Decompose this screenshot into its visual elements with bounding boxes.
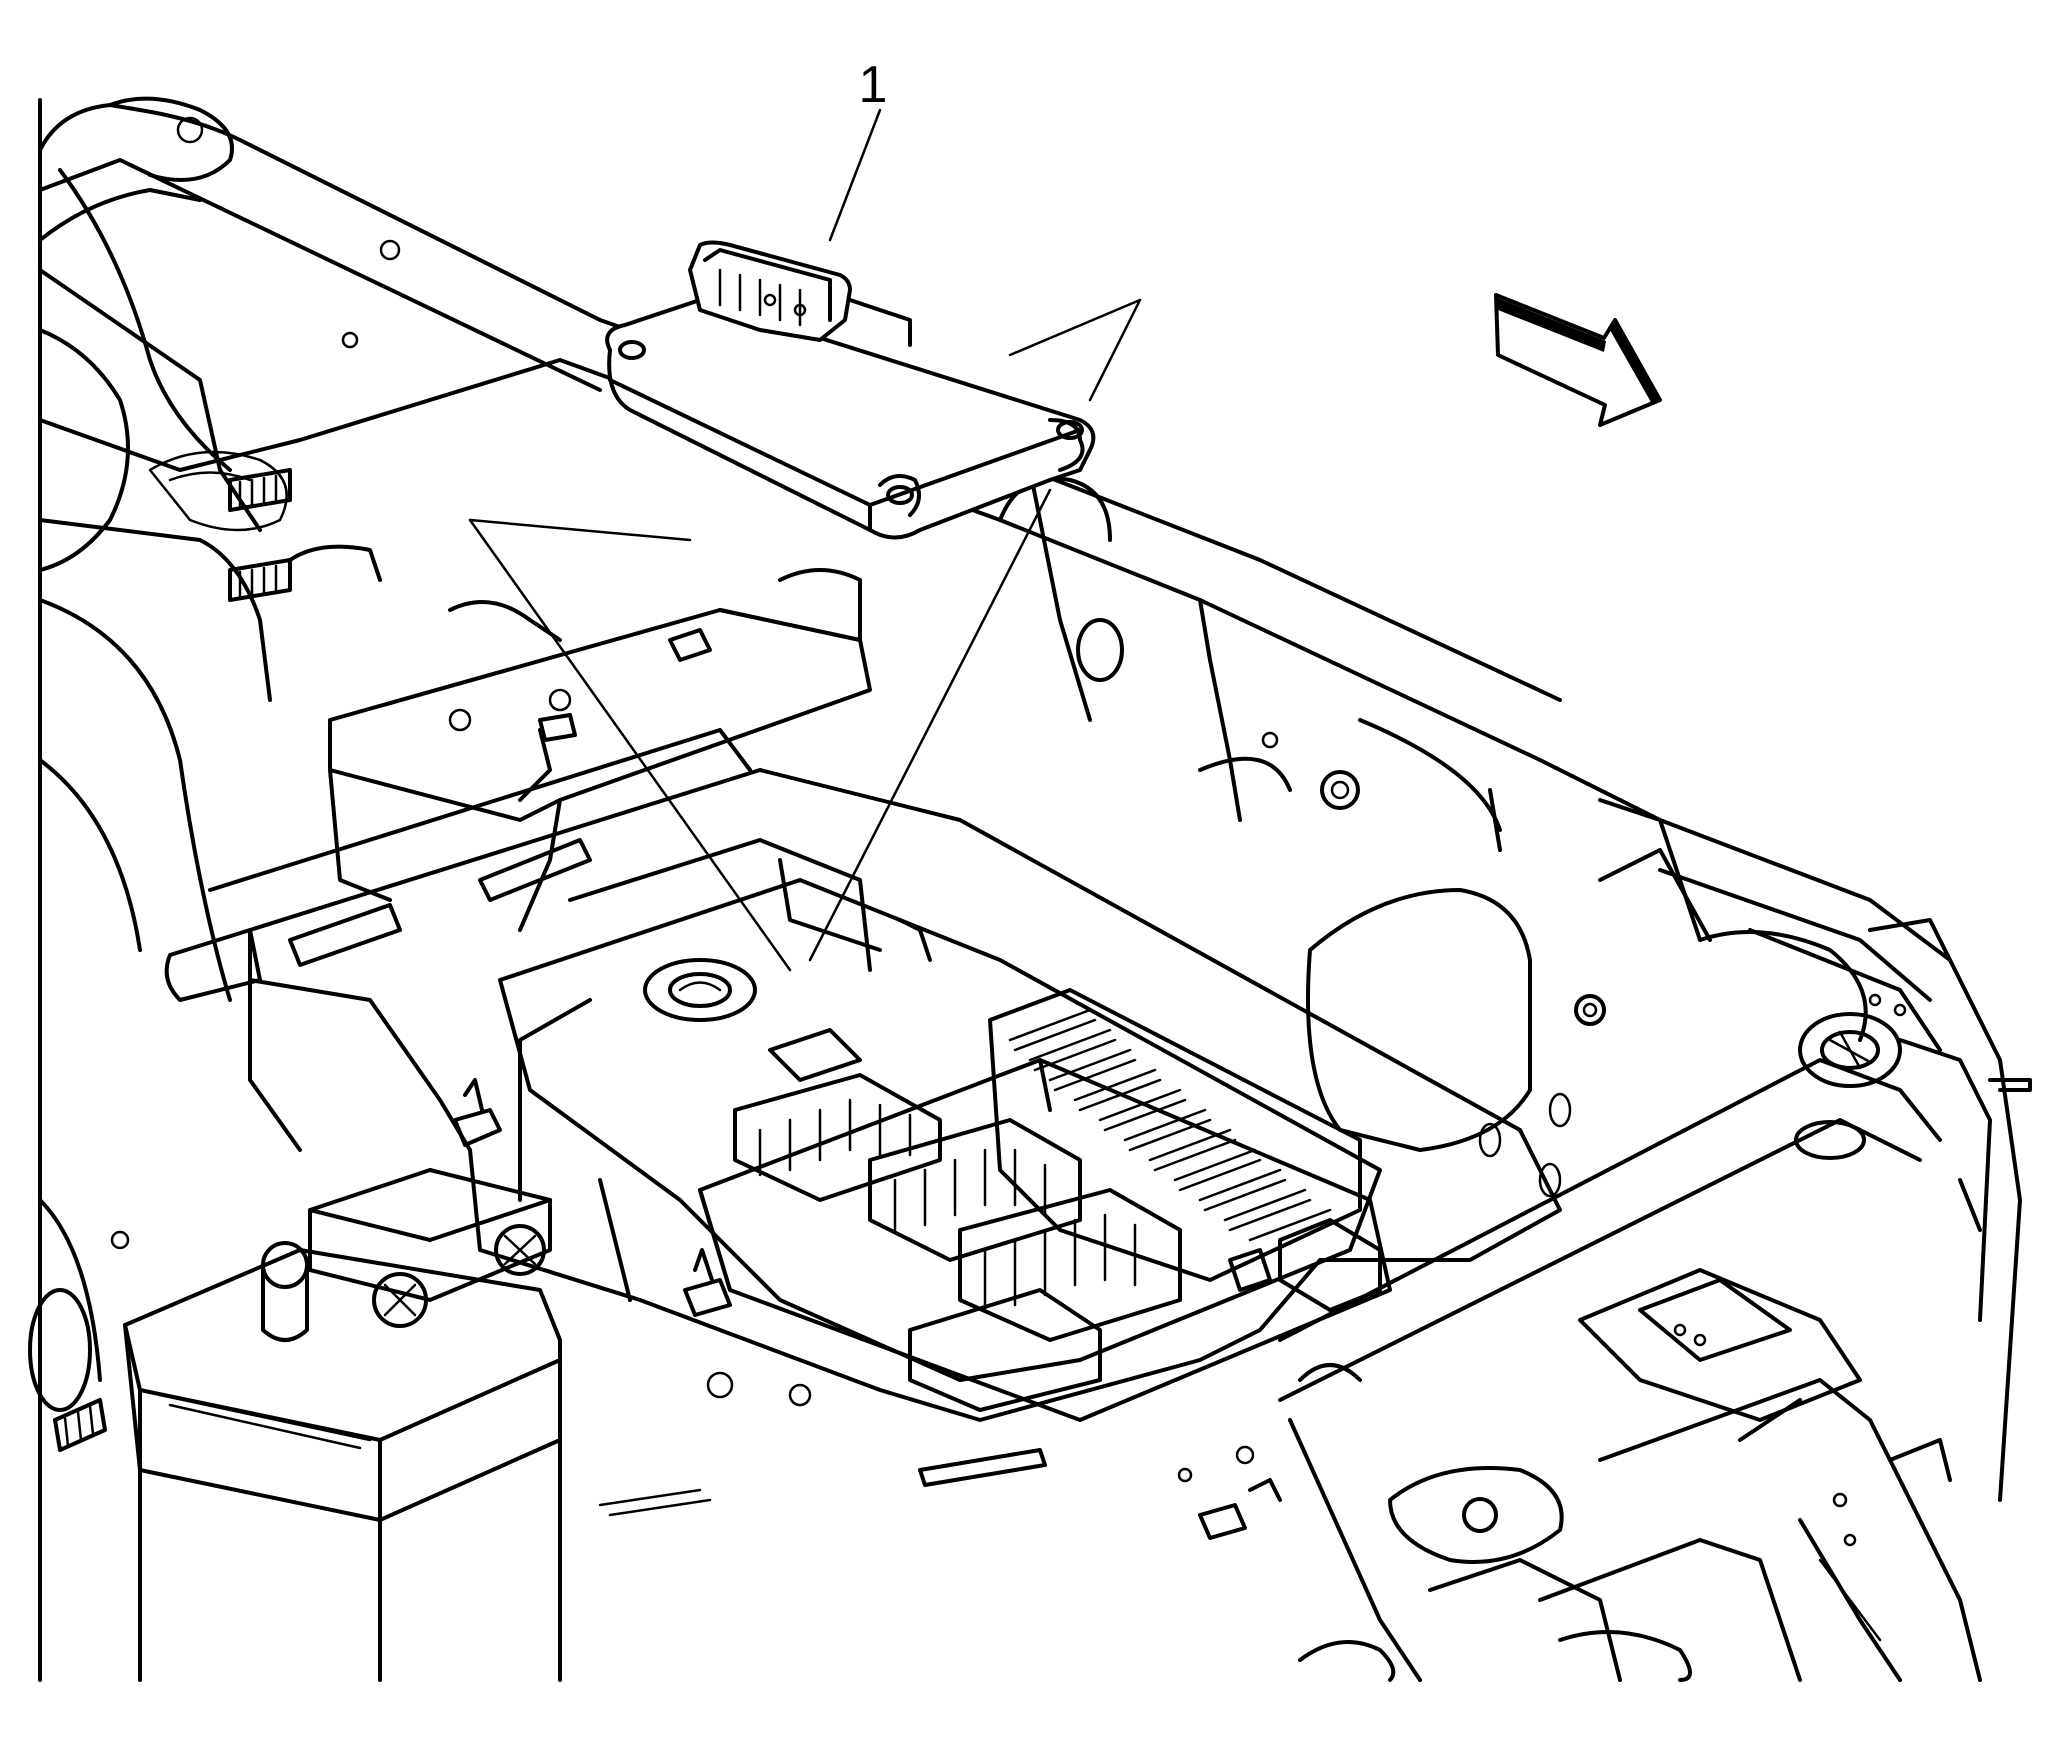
upper-bracket (288, 544, 872, 932)
callout-label-1: 1 (859, 56, 888, 114)
right-strut-tower (1658, 818, 2032, 1502)
stud-bolts (53, 468, 292, 1452)
direction-arrow-icon (1494, 293, 1662, 427)
callout-1: 1 (828, 56, 888, 242)
mounting-nuts (453, 628, 1247, 1540)
left-body-structure (28, 96, 602, 1682)
ecm-cooling-fins (988, 988, 1362, 1282)
battery (123, 1168, 712, 1682)
front-frame-rail (1278, 1058, 1982, 1682)
ecm-connectors (733, 1073, 1382, 1412)
mounting-plate (164, 628, 1562, 1540)
engine-control-module (498, 838, 1392, 1422)
exploded-module (468, 240, 1142, 972)
